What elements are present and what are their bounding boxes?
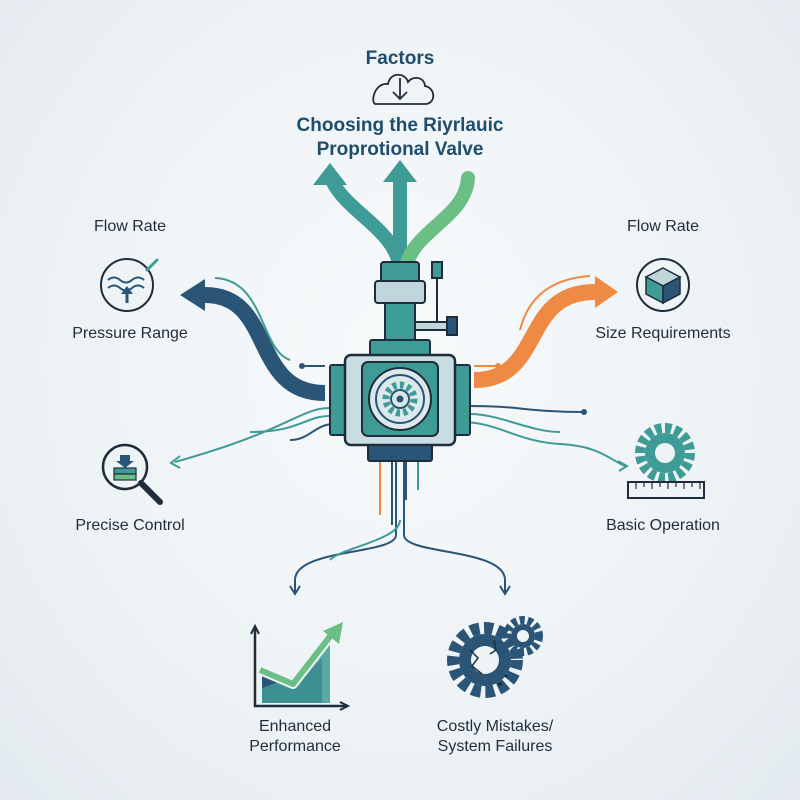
factor-flow-rate-left: Flow Rate xyxy=(93,218,167,235)
factor-pressure-range: Pressure Range xyxy=(72,325,188,342)
heading-line-2: Proprotional Valve xyxy=(316,139,484,160)
outcome-costly-mistakes: Costly Mistakes/ System Failures xyxy=(436,718,554,755)
cube-box-icon xyxy=(636,258,690,312)
top-arrows xyxy=(313,160,475,279)
broken-gears-icon xyxy=(447,616,543,698)
heading-line-1: Choosing the Riyrlauic xyxy=(296,115,504,136)
heading-top: Factors xyxy=(365,48,435,69)
growth-chart-icon xyxy=(250,622,351,711)
cloud-download-icon xyxy=(372,73,435,105)
connector-lines xyxy=(169,363,629,596)
pressure-gauge-icon xyxy=(100,258,159,312)
outcome-enhanced-performance: Enhanced Performance xyxy=(249,718,341,755)
proportional-valve-icon xyxy=(329,261,471,462)
left-arrow xyxy=(180,277,326,401)
magnifier-inspect-icon xyxy=(101,443,163,505)
factor-flow-rate-right: Flow Rate xyxy=(626,218,700,235)
gear-ruler-icon xyxy=(627,423,705,499)
factor-size-requirements: Size Requirements xyxy=(595,325,731,342)
right-arrow xyxy=(473,275,618,388)
factor-precise-control: Precise Control xyxy=(75,517,185,534)
factor-basic-operation: Basic Operation xyxy=(606,517,720,534)
